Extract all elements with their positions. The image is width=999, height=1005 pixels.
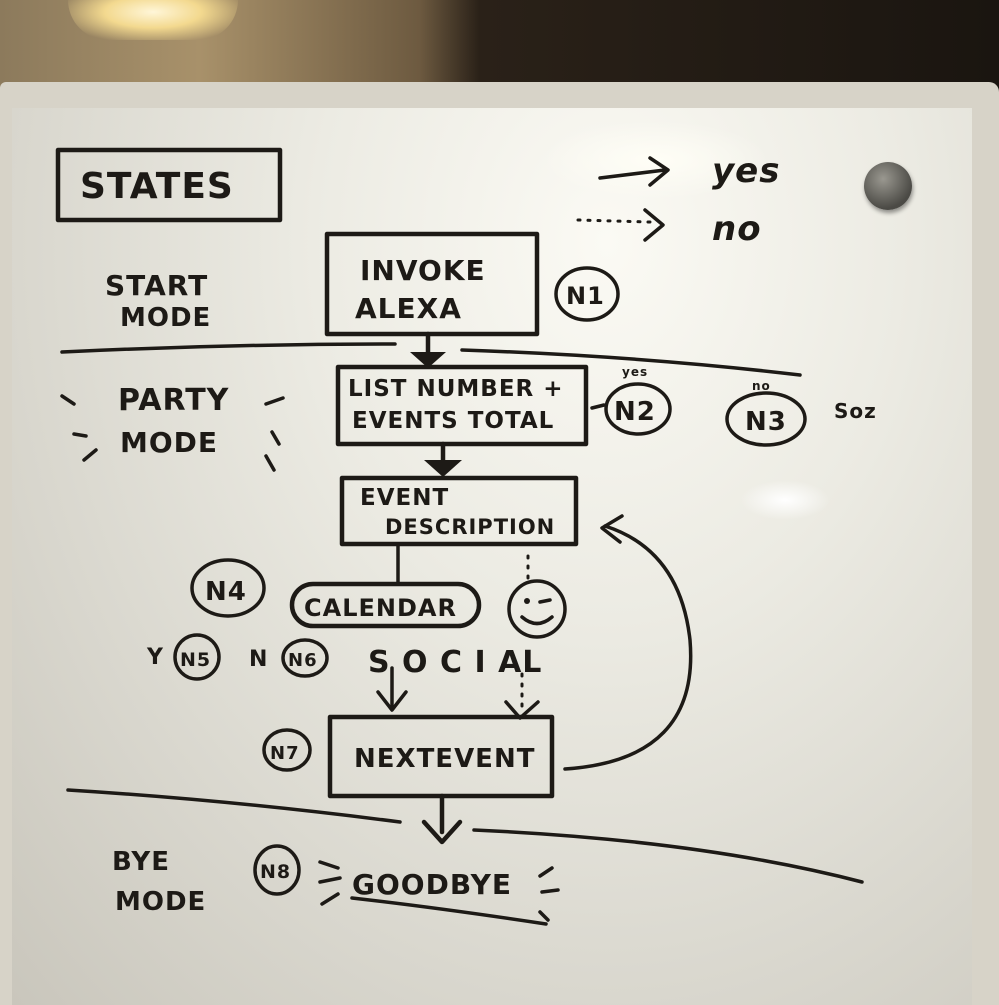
list-text-2: EVENTS TOTAL [352, 408, 554, 434]
n2-pointer [590, 403, 606, 410]
party-mode-label-1: PARTY [118, 383, 230, 418]
goodbye-emphasis-marks [318, 860, 560, 922]
n7-tag [262, 728, 312, 772]
invoke-text-2: ALEXA [355, 292, 462, 325]
loop-back-arrow [563, 524, 693, 771]
calendar-pill [289, 581, 482, 629]
divider-start [60, 342, 397, 354]
legend-solid-line [598, 168, 667, 180]
whiteboard [12, 108, 972, 1005]
n7-text: N7 [270, 743, 300, 764]
loop-back-arrowhead [600, 514, 624, 544]
party-emphasis-marks [60, 394, 285, 472]
goodbye-text: GOODBYE [352, 868, 512, 901]
goodbye-underline [350, 896, 548, 926]
n5-text: N5 [180, 649, 211, 671]
n3-tag [725, 391, 807, 447]
list-events-box [335, 364, 589, 447]
event-description-box [339, 475, 579, 547]
n3-side-note: Soz [834, 399, 877, 423]
next-event-text: NEXTEVENT [354, 744, 535, 774]
n4-tag [190, 558, 266, 618]
n3-note: no [752, 379, 771, 393]
calendar-arrow-head [376, 690, 408, 712]
wink-smile [520, 615, 554, 626]
arrow-head [410, 352, 446, 368]
magnet [864, 162, 912, 210]
legend-dotted-arrowhead [643, 208, 665, 242]
divider-bye-right [472, 828, 864, 884]
event-text-1: EVENT [360, 485, 449, 511]
arrow-head [421, 819, 463, 845]
invoke-text-1: INVOKE [360, 254, 486, 287]
n3-text: N3 [745, 407, 787, 437]
ceiling-lamp [68, 0, 238, 40]
divider-bye [66, 788, 402, 824]
n6-tag [281, 638, 329, 678]
n4-text: N4 [205, 577, 247, 607]
title-box [55, 147, 283, 223]
diagram-title: STATES [80, 166, 234, 207]
start-mode-label-1: START [105, 269, 208, 302]
n8-text: N8 [260, 861, 291, 883]
n6-text: N6 [288, 650, 318, 671]
legend-solid-arrowhead [648, 156, 670, 187]
n6-prefix: N [249, 647, 268, 672]
legend-dotted-line [576, 218, 652, 224]
n5-tag [173, 633, 221, 681]
light-glare [740, 480, 830, 520]
wink-eye [524, 598, 530, 604]
wink-eye-closed [538, 598, 552, 604]
arrow-head [424, 460, 462, 477]
n1-text: N1 [566, 282, 605, 310]
event-text-2: DESCRIPTION [385, 515, 555, 539]
start-mode-label-2: MODE [120, 303, 211, 333]
wink-face-icon [507, 579, 567, 639]
n1-tag [554, 266, 620, 322]
bye-mode-label-1: BYE [112, 847, 170, 877]
social-text: S O C I AL [368, 645, 542, 680]
legend-yes: yes [712, 151, 780, 191]
legend-no: no [712, 209, 762, 249]
n5-prefix: Y [146, 645, 164, 670]
n2-text: N2 [614, 397, 656, 427]
bye-mode-label-2: MODE [115, 887, 206, 917]
calendar-text: CALENDAR [304, 594, 457, 622]
n8-tag [253, 844, 301, 896]
party-mode-label-2: MODE [120, 426, 218, 459]
list-text-1: LIST NUMBER + [348, 376, 564, 402]
divider-start-right [460, 348, 802, 377]
n2-note: yes [622, 365, 648, 379]
n2-tag [604, 382, 672, 436]
invoke-alexa-box [324, 231, 540, 337]
